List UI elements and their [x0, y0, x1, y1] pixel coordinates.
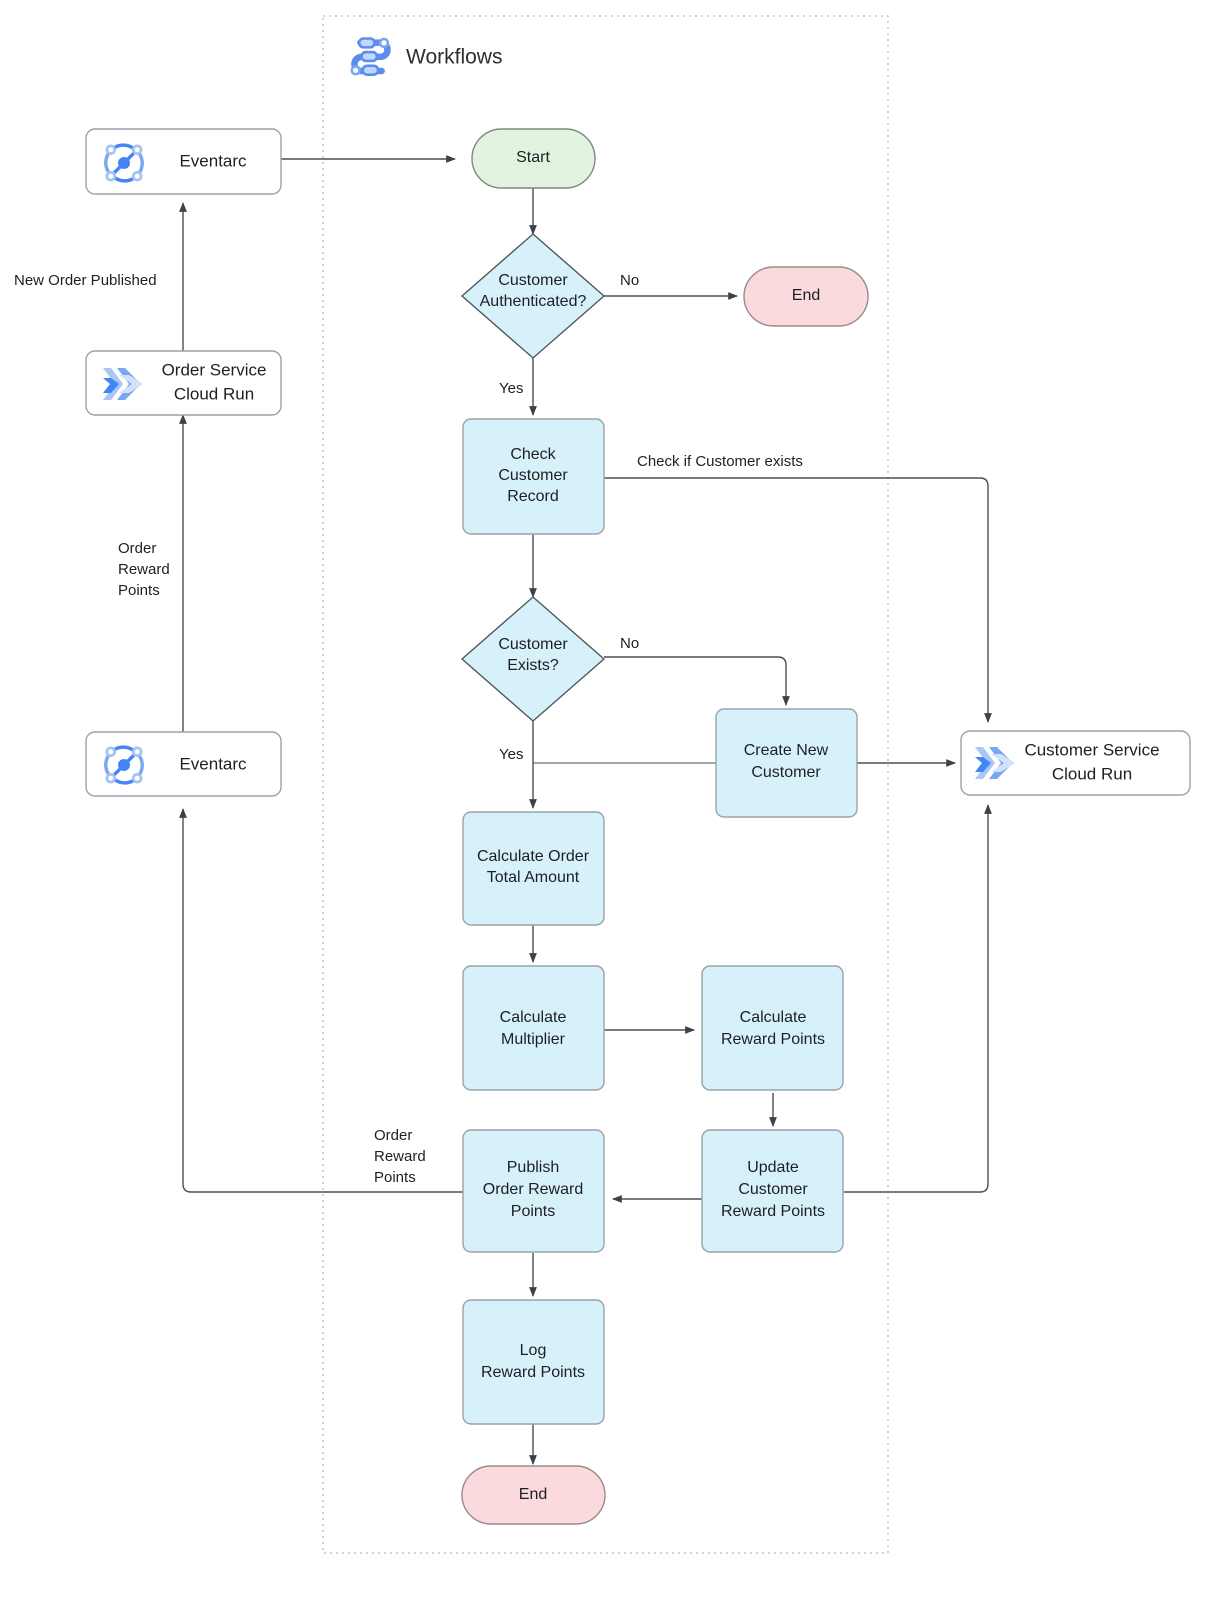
- node-order-service-label-line2: Cloud Run: [174, 384, 254, 403]
- edge-label-exists-yes: Yes: [499, 746, 523, 763]
- node-check-customer-record-label-line3: Record: [507, 488, 559, 505]
- node-calculate-multiplier[interactable]: Calculate Multiplier: [462, 965, 605, 1091]
- node-end-bottom[interactable]: End: [461, 1465, 606, 1525]
- workflows-icon: [352, 39, 388, 75]
- node-order-service-label-line1: Order Service: [162, 360, 267, 379]
- node-customer-authenticated-label-line2: Authenticated?: [480, 293, 587, 310]
- node-publish-order-reward-points[interactable]: Publish Order Reward Points: [462, 1129, 605, 1253]
- node-calculate-reward-points[interactable]: Calculate Reward Points: [701, 965, 844, 1091]
- edge-check-record-to-customer-service: [604, 477, 992, 723]
- node-end-top[interactable]: End: [743, 266, 869, 327]
- edge-label-order-reward-points-mid-3: Points: [374, 1169, 416, 1186]
- node-check-customer-record-label-line1: Check: [510, 446, 556, 463]
- node-start-label: Start: [516, 149, 550, 166]
- node-log-reward-points-label-line2: Reward Points: [481, 1364, 585, 1381]
- node-create-new-customer[interactable]: Create New Customer: [715, 708, 858, 818]
- node-end-top-label: End: [792, 287, 820, 304]
- node-update-customer-reward-points-label-line1: Update: [747, 1159, 799, 1176]
- edge-label-order-reward-points-left-1: Order: [118, 540, 156, 557]
- node-calculate-multiplier-label-line1: Calculate: [500, 1009, 567, 1026]
- node-start[interactable]: Start: [471, 128, 596, 189]
- node-calculate-reward-points-label-line2: Reward Points: [721, 1031, 825, 1048]
- node-customer-service-cloud-run[interactable]: Customer Service Cloud Run: [960, 730, 1191, 796]
- node-customer-authenticated-label-line1: Customer: [498, 272, 568, 289]
- node-log-reward-points[interactable]: Log Reward Points: [462, 1299, 605, 1425]
- edge-label-new-order-published: New Order Published: [14, 272, 157, 289]
- node-customer-service-label-line1: Customer Service: [1024, 740, 1159, 759]
- edge-update-customer-to-customer-service: [844, 804, 992, 1193]
- node-update-customer-reward-points-label-line2: Customer: [738, 1181, 808, 1198]
- node-eventarc-bottom-label: Eventarc: [179, 754, 247, 773]
- edge-exists-no-to-create-new-customer: [604, 656, 790, 706]
- edge-label-exists-no: No: [620, 635, 639, 652]
- edge-label-order-reward-points-left-3: Points: [118, 582, 160, 599]
- node-end-bottom-label: End: [519, 1486, 547, 1503]
- node-check-customer-record-label-line2: Customer: [498, 467, 568, 484]
- node-eventarc-top-label: Eventarc: [179, 151, 247, 170]
- node-publish-order-reward-points-label-line3: Points: [511, 1203, 555, 1220]
- edge-publish-to-eventarc-bottom: [179, 808, 463, 1193]
- node-eventarc-top[interactable]: Eventarc: [85, 128, 282, 195]
- node-eventarc-bottom[interactable]: Eventarc: [85, 731, 282, 797]
- workflows-group-title: Workflows: [406, 46, 502, 69]
- edge-label-check-if-customer-exists: Check if Customer exists: [637, 453, 803, 470]
- node-check-customer-record[interactable]: Check Customer Record: [462, 418, 605, 535]
- edge-label-auth-yes: Yes: [499, 380, 523, 397]
- edge-label-auth-no: No: [620, 272, 639, 289]
- node-calculate-reward-points-label-line1: Calculate: [740, 1009, 807, 1026]
- node-log-reward-points-label-line1: Log: [520, 1342, 547, 1359]
- edge-label-order-reward-points-mid-2: Reward: [374, 1148, 426, 1165]
- node-update-customer-reward-points[interactable]: Update Customer Reward Points: [701, 1129, 844, 1253]
- node-create-new-customer-label-line2: Customer: [751, 764, 821, 781]
- node-customer-exists-label-line2: Exists?: [507, 657, 559, 674]
- node-calculate-order-total-label-line2: Total Amount: [487, 869, 580, 886]
- node-calculate-order-total[interactable]: Calculate Order Total Amount: [462, 811, 605, 926]
- edge-label-order-reward-points-mid-1: Order: [374, 1127, 412, 1144]
- node-publish-order-reward-points-label-line1: Publish: [507, 1159, 559, 1176]
- edge-label-order-reward-points-left-2: Reward: [118, 561, 170, 578]
- node-create-new-customer-label-line1: Create New: [744, 742, 829, 759]
- node-customer-exists-label-line1: Customer: [498, 636, 568, 653]
- node-calculate-multiplier-label-line2: Multiplier: [501, 1031, 566, 1048]
- node-order-service-cloud-run[interactable]: Order Service Cloud Run: [85, 350, 282, 416]
- node-customer-authenticated[interactable]: Customer Authenticated?: [460, 233, 606, 359]
- node-update-customer-reward-points-label-line3: Reward Points: [721, 1203, 825, 1220]
- node-customer-exists[interactable]: Customer Exists?: [460, 596, 606, 722]
- node-calculate-order-total-label-line1: Calculate Order: [477, 848, 590, 865]
- workflows-group-container: [322, 15, 889, 1554]
- node-publish-order-reward-points-label-line2: Order Reward: [483, 1181, 583, 1198]
- node-customer-service-label-line2: Cloud Run: [1052, 764, 1132, 783]
